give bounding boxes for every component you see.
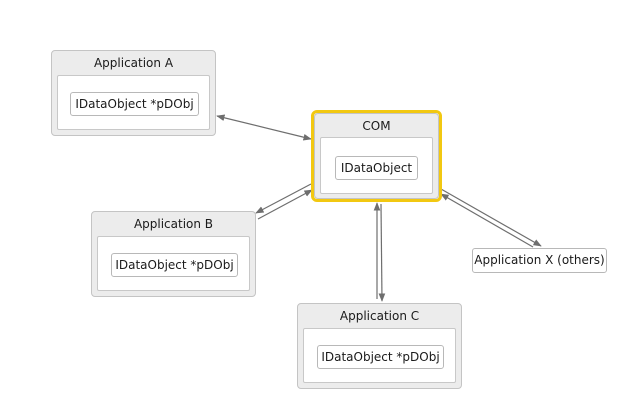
application-b-dataobject-node[interactable]: IDataObject *pDObj [111,253,238,277]
edge-app-a-com [216,114,312,141]
application-x-node[interactable]: Application X (others) [472,248,607,273]
application-a-group: Application A IDataObject *pDObj [51,50,216,136]
application-b-title: Application B [133,217,214,231]
edge-com-to-app-b [255,183,312,214]
application-b-group: Application B IDataObject *pDObj [91,211,256,297]
application-b-container: IDataObject *pDObj [97,236,250,291]
application-a-dataobject-node[interactable]: IDataObject *pDObj [70,92,199,116]
com-title: COM [362,119,391,133]
com-group: COM IDataObject [314,113,439,199]
application-c-dataobject-node[interactable]: IDataObject *pDObj [317,345,444,369]
edge-app-b-to-com [257,189,313,220]
application-c-group: Application C IDataObject *pDObj [297,303,462,389]
application-a-title: Application A [93,56,174,70]
application-c-title: Application C [339,309,420,323]
edge-com-to-app-c [378,203,386,302]
com-dataobject-node[interactable]: IDataObject [335,156,418,180]
application-c-container: IDataObject *pDObj [303,328,456,383]
application-a-container: IDataObject *pDObj [57,75,210,130]
edge-app-x-to-com [440,193,534,248]
com-selection-highlight [311,110,442,202]
com-container: IDataObject [320,137,433,194]
edge-com-to-app-x [440,188,542,247]
